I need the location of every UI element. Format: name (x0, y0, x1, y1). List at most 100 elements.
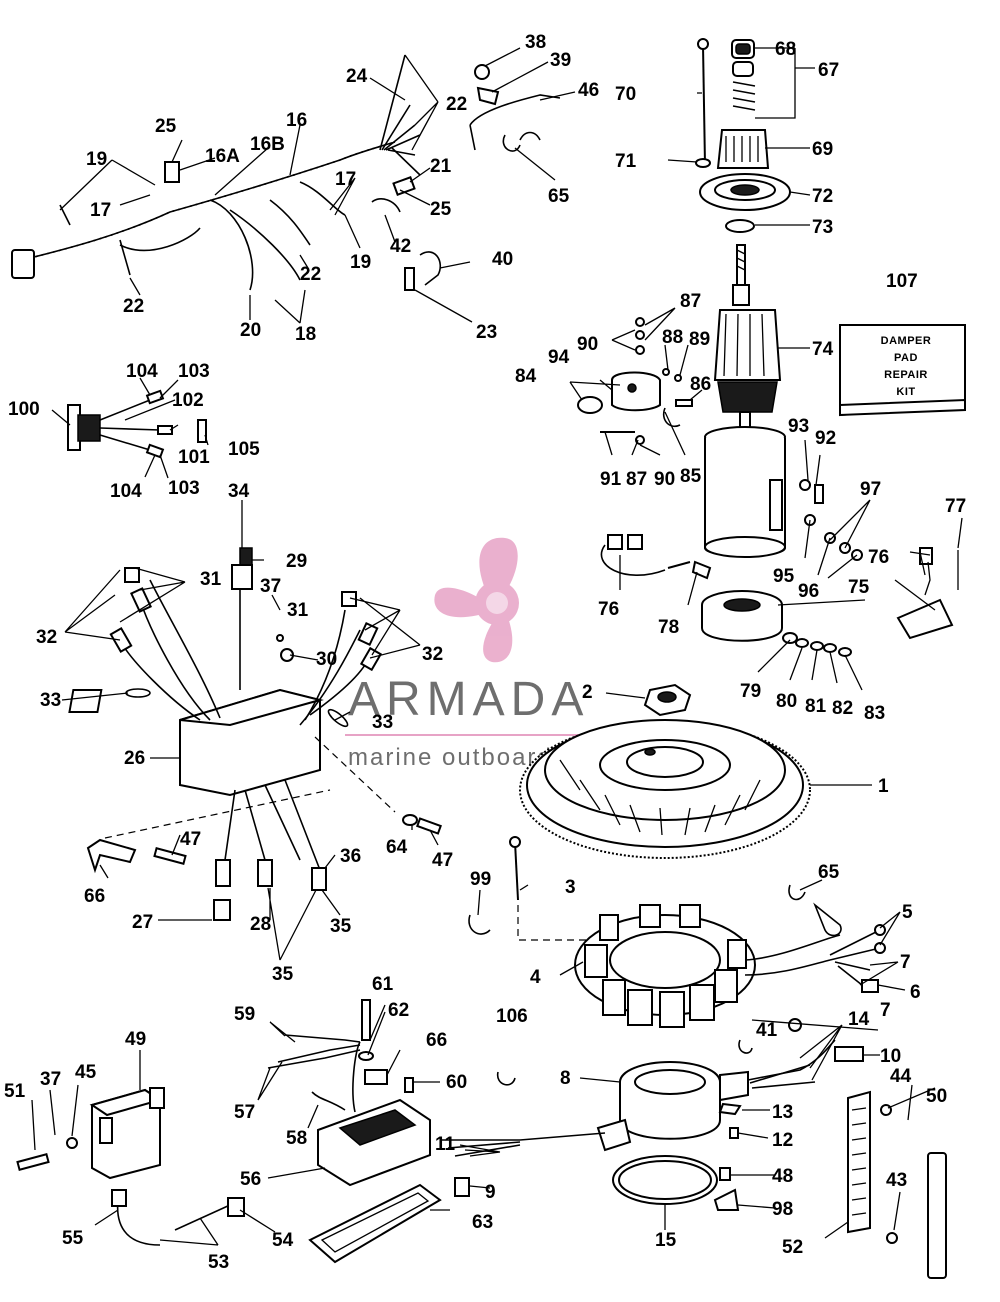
callout-2: 2 (582, 682, 593, 703)
callout-65-stator: 65 (818, 862, 840, 883)
callout-58: 58 (286, 1128, 307, 1149)
terminal-78 (691, 560, 712, 580)
callout-17-right: 17 (335, 169, 356, 190)
callout-33-right: 33 (372, 712, 393, 733)
callout-40: 40 (492, 249, 513, 270)
callout-60: 60 (446, 1072, 467, 1093)
callout-87-bottom: 87 (626, 469, 647, 490)
callout-89: 89 (689, 329, 710, 350)
callout-47-right: 47 (432, 850, 453, 871)
power-pack-26 (68, 547, 383, 921)
callout-90-bottom: 90 (654, 469, 675, 490)
callout-6: 6 (910, 982, 921, 1003)
kit-line-3: REPAIR (884, 369, 928, 381)
callout-85: 85 (680, 466, 702, 487)
callout-25-right: 25 (430, 199, 452, 220)
clip-99 (468, 914, 491, 935)
screw-47-left (153, 847, 187, 865)
callout-80: 80 (776, 691, 797, 712)
ignition-coil-49 (89, 1087, 165, 1180)
callout-31-left: 31 (200, 569, 222, 590)
callout-104-bottom: 104 (110, 481, 142, 502)
callout-44: 44 (890, 1066, 912, 1087)
screw-48 (719, 1167, 731, 1181)
callout-90-top: 90 (577, 334, 598, 355)
fuse-23 (404, 267, 415, 291)
callout-35-right: 35 (330, 916, 352, 937)
callout-48: 48 (772, 1166, 793, 1187)
callout-83: 83 (864, 703, 885, 724)
screw-44 (880, 1104, 892, 1116)
kit-line-1: DAMPER (881, 335, 932, 347)
harness-terminal-21 (392, 176, 416, 196)
callout-64: 64 (386, 837, 408, 858)
callout-12: 12 (772, 1130, 793, 1151)
callout-11: 11 (435, 1134, 456, 1155)
callout-10: 10 (880, 1046, 901, 1067)
callout-32-left: 32 (36, 627, 57, 648)
callout-22-left: 22 (123, 296, 144, 317)
callout-38: 38 (525, 32, 546, 53)
callout-107: 107 (886, 271, 918, 292)
callout-74: 74 (812, 339, 834, 360)
callout-36: 36 (340, 846, 361, 867)
callout-31-right: 31 (287, 600, 309, 621)
callout-labels: 38 39 46 65 24 22 21 25 42 25 16A 16B 16… (4, 32, 966, 1273)
callout-55: 55 (62, 1228, 84, 1249)
callout-16: 16 (286, 110, 307, 131)
callout-77: 77 (945, 496, 966, 517)
callout-34: 34 (228, 481, 250, 502)
callout-41: 41 (756, 1020, 778, 1041)
washer-64 (402, 814, 418, 826)
callout-70: 70 (615, 84, 636, 105)
watermark-subtitle: marine outboards (348, 744, 567, 771)
callout-4: 4 (530, 967, 541, 988)
screw-47-right (416, 817, 442, 835)
callout-24: 24 (346, 66, 368, 87)
callout-26: 26 (124, 748, 145, 769)
callout-39: 39 (550, 50, 571, 71)
callout-25-left: 25 (155, 116, 177, 137)
callout-28: 28 (250, 914, 271, 935)
callout-15: 15 (655, 1230, 677, 1251)
callout-35-bottom: 35 (272, 964, 294, 985)
switch-assembly-100 (67, 389, 207, 459)
callout-65-top: 65 (548, 186, 570, 207)
callout-57: 57 (234, 1102, 255, 1123)
nut-2 (643, 683, 692, 717)
callout-59: 59 (234, 1004, 255, 1025)
callout-37-bottom: 37 (40, 1069, 61, 1090)
plate-13 (718, 1102, 742, 1116)
harness-fuse-holder (164, 161, 180, 183)
callout-68: 68 (775, 39, 796, 60)
bracket-98 (713, 1188, 740, 1211)
bolt-3 (514, 841, 519, 901)
callout-29: 29 (286, 551, 307, 572)
callout-7-top: 7 (900, 952, 911, 973)
callout-67: 67 (818, 60, 839, 81)
callout-66-left: 66 (84, 886, 105, 907)
clip-65-stator (788, 884, 806, 901)
callout-76-left: 76 (598, 599, 619, 620)
end-cap-hardware (782, 479, 863, 657)
clip-65-top (502, 134, 521, 152)
regulator-56 (267, 999, 431, 1187)
callout-22-mid: 22 (300, 264, 321, 285)
callout-84: 84 (515, 366, 537, 387)
callout-78: 78 (658, 617, 679, 638)
callout-102: 102 (172, 390, 204, 411)
callout-50: 50 (926, 1086, 947, 1107)
callout-61: 61 (372, 974, 394, 995)
callout-86: 86 (690, 374, 711, 395)
callout-54: 54 (272, 1230, 294, 1251)
callout-7-bottom: 7 (880, 1000, 891, 1021)
trigger-coil-8 (440, 1018, 864, 1157)
callout-51: 51 (4, 1081, 26, 1102)
callout-22-top: 22 (446, 94, 467, 115)
callout-8: 8 (560, 1068, 571, 1089)
brush-holder-76-right (896, 547, 959, 640)
callout-18: 18 (295, 324, 316, 345)
retainer-clip-46 (469, 94, 561, 151)
screw-38 (474, 64, 490, 80)
